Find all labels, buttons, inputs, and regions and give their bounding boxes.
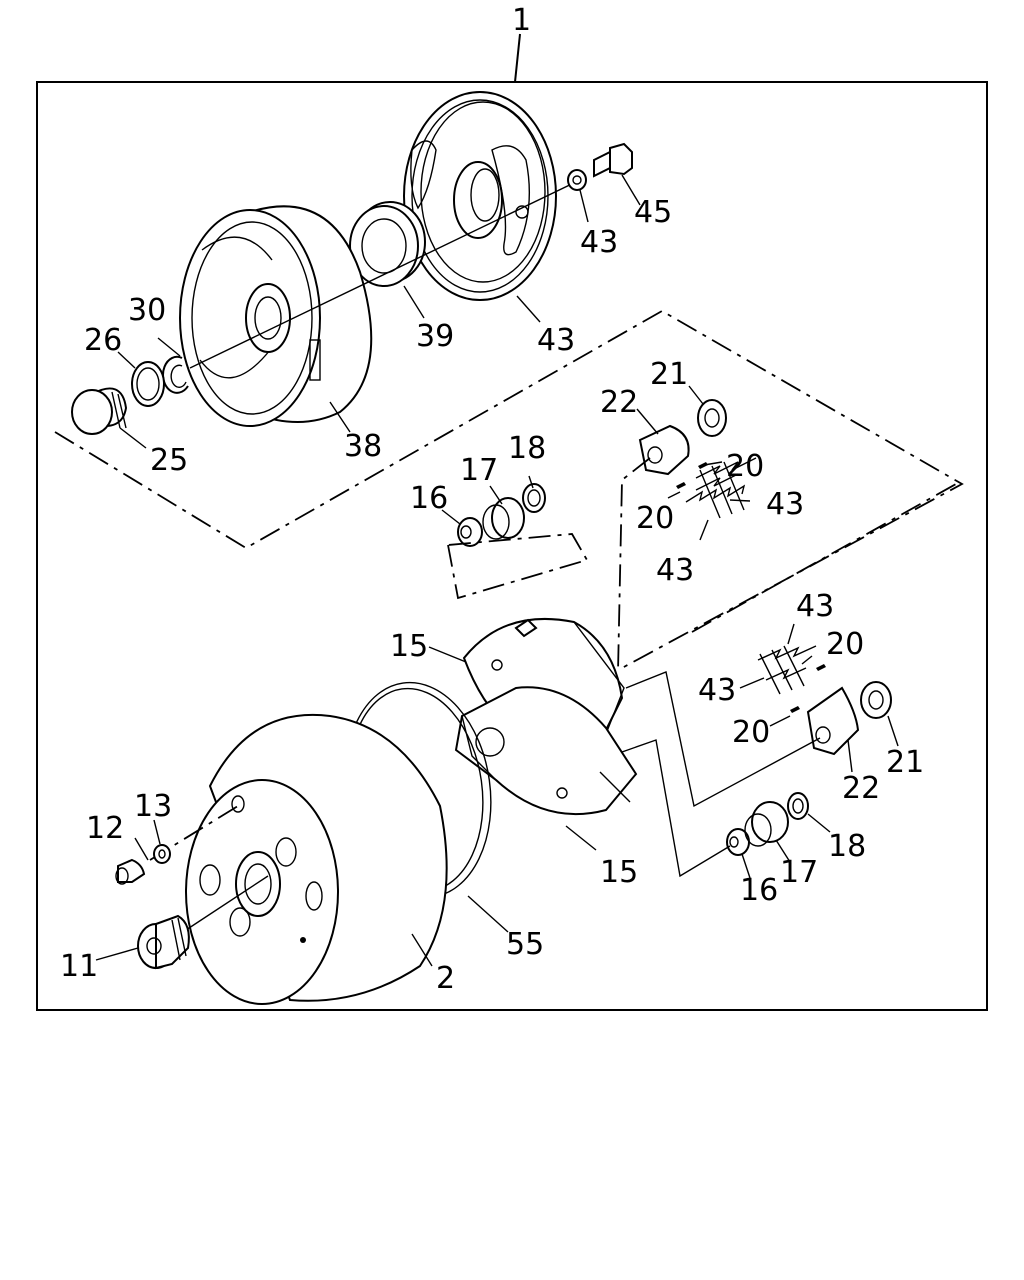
pin-16-upper <box>457 517 483 547</box>
axis-line-bottom <box>185 875 269 931</box>
seat-22-upper <box>638 424 690 476</box>
rotor-housing-26 <box>179 205 373 427</box>
housing-2 <box>185 713 448 1005</box>
label-24: 26 <box>84 323 122 358</box>
label-39: 43 <box>580 225 618 260</box>
label-20-upper-right: 20 <box>726 449 764 484</box>
seat-22-lower <box>806 686 860 756</box>
label-26: 38 <box>344 429 382 464</box>
label-16-lower: 16 <box>740 873 778 908</box>
washer-13 <box>153 844 171 864</box>
label-15-lower: 15 <box>600 855 638 890</box>
label-20-upper-left: 20 <box>636 501 674 536</box>
chain-15-upper-right <box>625 671 821 808</box>
bolt-45 <box>593 142 633 178</box>
part-labels: 1 45 43 39 43 30 26 25 38 21 22 20 20 43… <box>60 3 924 996</box>
label-23: 25 <box>150 443 188 478</box>
label-2: 2 <box>436 961 455 996</box>
plug-11 <box>137 914 190 970</box>
label-30: 39 <box>416 319 454 354</box>
assembly-frame <box>36 81 988 1011</box>
label-18-upper: 18 <box>508 431 546 466</box>
group-boundary-pin-upper <box>447 533 589 600</box>
label-13: 13 <box>134 789 172 824</box>
label-22-upper: 22 <box>600 385 638 420</box>
label-12: 12 <box>86 811 124 846</box>
label-17-upper: 17 <box>460 453 498 488</box>
label-11: 11 <box>60 949 98 984</box>
sleeve-17-upper <box>482 497 525 540</box>
label-16-upper: 16 <box>410 481 448 516</box>
label-43-upper-right: 43 <box>766 487 804 522</box>
label-38: 43 <box>537 323 575 358</box>
retainers-20-lower <box>790 664 826 713</box>
label-25: 30 <box>128 293 166 328</box>
bushing-21-lower <box>860 681 892 719</box>
label-43-lower-a: 43 <box>796 589 834 624</box>
label-18-lower: 18 <box>828 829 866 864</box>
label-assembly-1: 1 <box>512 3 531 38</box>
label-21-upper: 21 <box>650 357 688 392</box>
label-20-lower-bottom: 20 <box>732 715 770 750</box>
label-17-lower: 17 <box>780 855 818 890</box>
label-43-upper-bottom: 43 <box>656 553 694 588</box>
label-55: 55 <box>506 927 544 962</box>
ring-18-lower <box>787 792 809 820</box>
chain-15-lower-pin <box>621 739 731 878</box>
label-21-lower: 21 <box>886 745 924 780</box>
springs-43-lower <box>757 645 817 695</box>
ring-18-upper <box>522 483 546 513</box>
springs-43-upper <box>685 457 757 519</box>
bushing-21-upper <box>697 399 727 437</box>
label-15-upper: 15 <box>390 629 428 664</box>
leader-22-upper-chain <box>617 457 651 673</box>
snap-ring-25 <box>162 355 189 394</box>
leader-lines <box>95 174 899 967</box>
retainers-20-upper <box>676 462 708 489</box>
label-22-lower: 22 <box>842 771 880 806</box>
cam-half-15-lower <box>454 686 638 816</box>
washer-39 <box>567 169 587 191</box>
chain-15-22-lower <box>691 483 957 633</box>
end-plate-38 <box>403 91 557 301</box>
label-45: 45 <box>634 195 672 230</box>
o-ring-24 <box>131 361 165 407</box>
screw-12 <box>115 858 146 885</box>
group-boundary-top <box>54 309 964 669</box>
axis-line-top <box>189 179 581 369</box>
plug-23 <box>71 387 128 435</box>
sleeve-17-lower <box>744 801 789 847</box>
label-20-lower-top: 20 <box>826 627 864 662</box>
label-43-lower-b: 43 <box>698 673 736 708</box>
assembly-leader <box>514 33 521 83</box>
